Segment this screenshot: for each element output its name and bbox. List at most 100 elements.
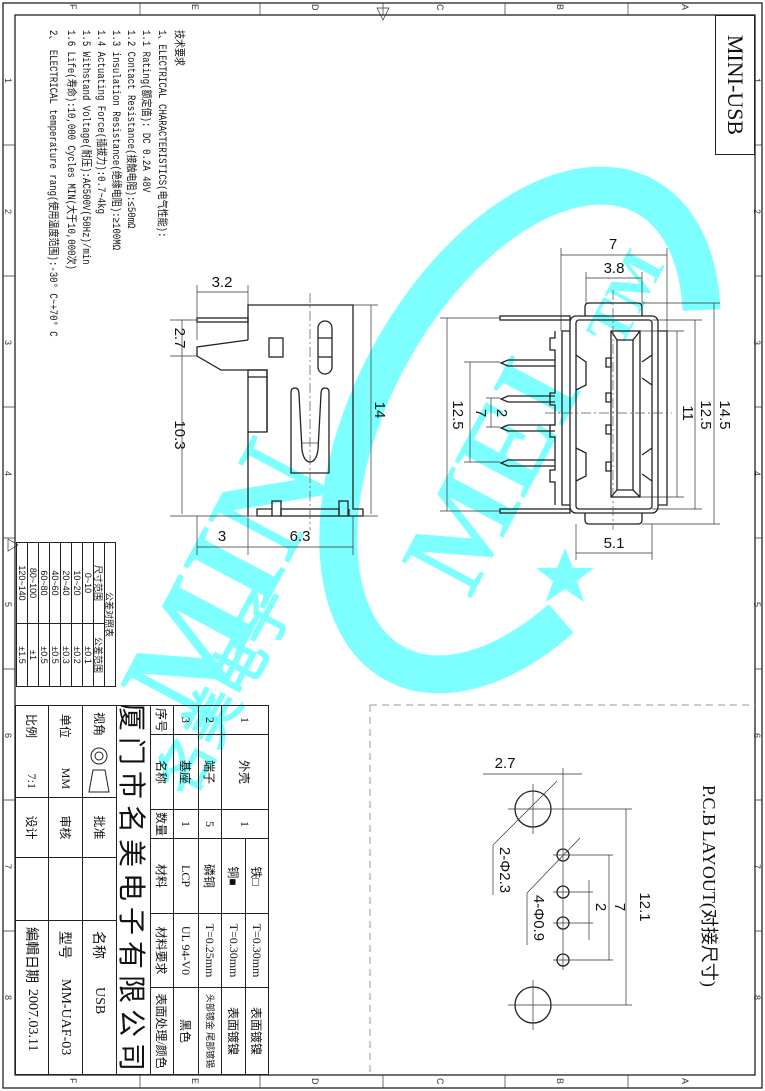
bom-material: 铁□ (245, 838, 269, 914)
note-line: 1.5 Withstand Voltage(耐压):AC500V(50Hz)/m… (79, 30, 91, 265)
tolerance-cell: ±0.5 (49, 623, 61, 687)
view-label: 视角 (92, 712, 106, 737)
watermark-star-icon (536, 548, 594, 602)
border-zone-number: 2 (3, 209, 13, 215)
tolerance-cell: 60~80 (38, 542, 50, 624)
dim-pin-offset: 2.7 (171, 328, 188, 349)
bom-finish: 表面镀镍 (221, 987, 246, 1075)
dim-height: 14 (371, 402, 388, 419)
tolerance-cell: ±0.2 (71, 623, 83, 687)
border-zone-letter: C (435, 4, 445, 11)
bom-material: 磷铜 (198, 838, 222, 914)
border-zone-number: 8 (3, 995, 13, 1001)
bom-finish: 头部镀金 尾部镀锡 (198, 987, 222, 1075)
tolerance-cell: ±1.5 (16, 623, 28, 687)
bom-header: 材料要求 (150, 913, 174, 988)
bom-header: 名称 (150, 734, 174, 810)
border-zone-letter: B (555, 1078, 565, 1085)
border-zone-letter: E (190, 4, 200, 11)
dim-left-width: 3 (218, 528, 226, 545)
bom-no: 3 (173, 705, 199, 735)
scale-value: 7:1 (25, 773, 40, 789)
bom-no: 2 (198, 705, 222, 735)
border-zone-letter: F (68, 1078, 78, 1084)
approve-label: 批准 (82, 797, 117, 858)
border-zone-number: 3 (3, 340, 13, 346)
bom-requirement: T=0.30mm (245, 913, 269, 988)
model-cell: 型号 MM-UAF-03 (48, 920, 83, 1075)
center-mark-icon (376, 7, 390, 21)
note-line: 1.4 Actuating Force(插拔力):0.7~4kg (94, 30, 106, 215)
bom-finish: 表面镀镍 (245, 987, 269, 1075)
border-zone-letter: A (680, 4, 690, 11)
tolerance-cell: 10~20 (71, 542, 83, 624)
bom-qty: 1 (221, 809, 269, 839)
bom-name: 基座 (173, 734, 199, 810)
unit-cell: 单位 MM (48, 705, 83, 798)
tolerance-cell: 0~10 (82, 542, 94, 624)
watermark-arc (319, 166, 721, 694)
center-mark-icon (7, 538, 19, 552)
dim-pin-inner: 2 (493, 409, 510, 417)
pcb-area-border (369, 704, 755, 1075)
border-zone-number: 6 (752, 733, 762, 739)
note-line: 1.6 Life(寿命):10,000 Cycles MIN(大于10,000次… (64, 30, 76, 270)
tolerance-title: 公差对照表 (104, 542, 116, 687)
view-cell: 视角 (82, 705, 117, 798)
tolerance-cell: 20~40 (60, 542, 72, 624)
review-label: 审核 (48, 797, 83, 858)
border-zone-number: 8 (752, 995, 762, 1001)
border-zone-letter: D (310, 1078, 320, 1085)
unit-label: 单位 (58, 714, 72, 739)
bom-finish: 黑色 (173, 987, 199, 1075)
projection-symbol-icon (88, 747, 111, 793)
tolerance-cell: 120~140 (16, 542, 28, 624)
bom-name: 外壳 (221, 734, 269, 810)
design-signature-field (15, 857, 49, 921)
pcb-dim-outer-pitch: 7 (611, 903, 628, 911)
border-zone-letter: D (310, 4, 320, 11)
note-line: 1、ELECTRICAL CHARACTERISTICS(电气性能): (155, 30, 167, 238)
border-zone-letter: C (435, 1078, 445, 1085)
border-zone-letter: E (190, 1078, 200, 1085)
border-zone-number: 4 (752, 471, 762, 477)
border-zone-number: 5 (752, 602, 762, 608)
tolerance-cell: ±0.1 (82, 623, 94, 687)
model-label: 型号 (56, 931, 72, 959)
notes-heading: 技术要求 (172, 30, 184, 67)
bom-qty: 5 (198, 809, 222, 839)
product-title: MINI-USB (715, 15, 755, 155)
dim-tongue-width: 3.8 (604, 260, 625, 277)
dim-shell-height: 12.5 (697, 400, 714, 429)
note-line: 1.2 Contact Resistance(接触电阻):≤50mΩ (124, 30, 136, 229)
note-line: 2、 ELECTRICAL temperature rang(使用温度范围):-… (46, 30, 58, 337)
date-value: 2007.03.11 (25, 989, 40, 1052)
dim-lower-height: 10.3 (171, 420, 188, 449)
dim-pin-span: 12.5 (449, 400, 466, 429)
model-value: MM-UAF-03 (58, 979, 74, 1056)
scale-label: 比例 (24, 714, 39, 739)
date-label: 編輯日期 (23, 927, 38, 983)
front-view: 7 3.8 5.1 12.5 7 2 11 12.5 14.5 (440, 236, 733, 560)
bom-requirement: T=0.30mm (221, 913, 246, 988)
border-zone-number: 5 (3, 602, 13, 608)
dim-bottom-width: 5.1 (604, 535, 625, 552)
border-zone-number: 6 (3, 733, 13, 739)
bom-material: 铜■ (221, 838, 246, 914)
border-zone-number: 4 (3, 471, 13, 477)
bom-name: 端子 (198, 734, 222, 810)
tolerance-cell: ±0.3 (60, 623, 72, 687)
border-zone-letter: A (680, 1078, 690, 1085)
approve-signature-field (82, 857, 117, 921)
note-line: 1.1 Rating(额定值): DC 0.2A 48V (139, 30, 151, 193)
tolerance-cell: 40~60 (49, 542, 61, 624)
bom-qty: 1 (173, 809, 199, 839)
border-zone-number: 7 (752, 864, 762, 870)
dim-pin-outer: 7 (472, 409, 489, 417)
pcb-dim-offset: 2.7 (495, 755, 516, 772)
pcb-layout: 2.7 12.1 7 2 2-Φ2.3 4-Φ0.9 (483, 755, 653, 1030)
bom-header: 数量 (150, 809, 174, 839)
